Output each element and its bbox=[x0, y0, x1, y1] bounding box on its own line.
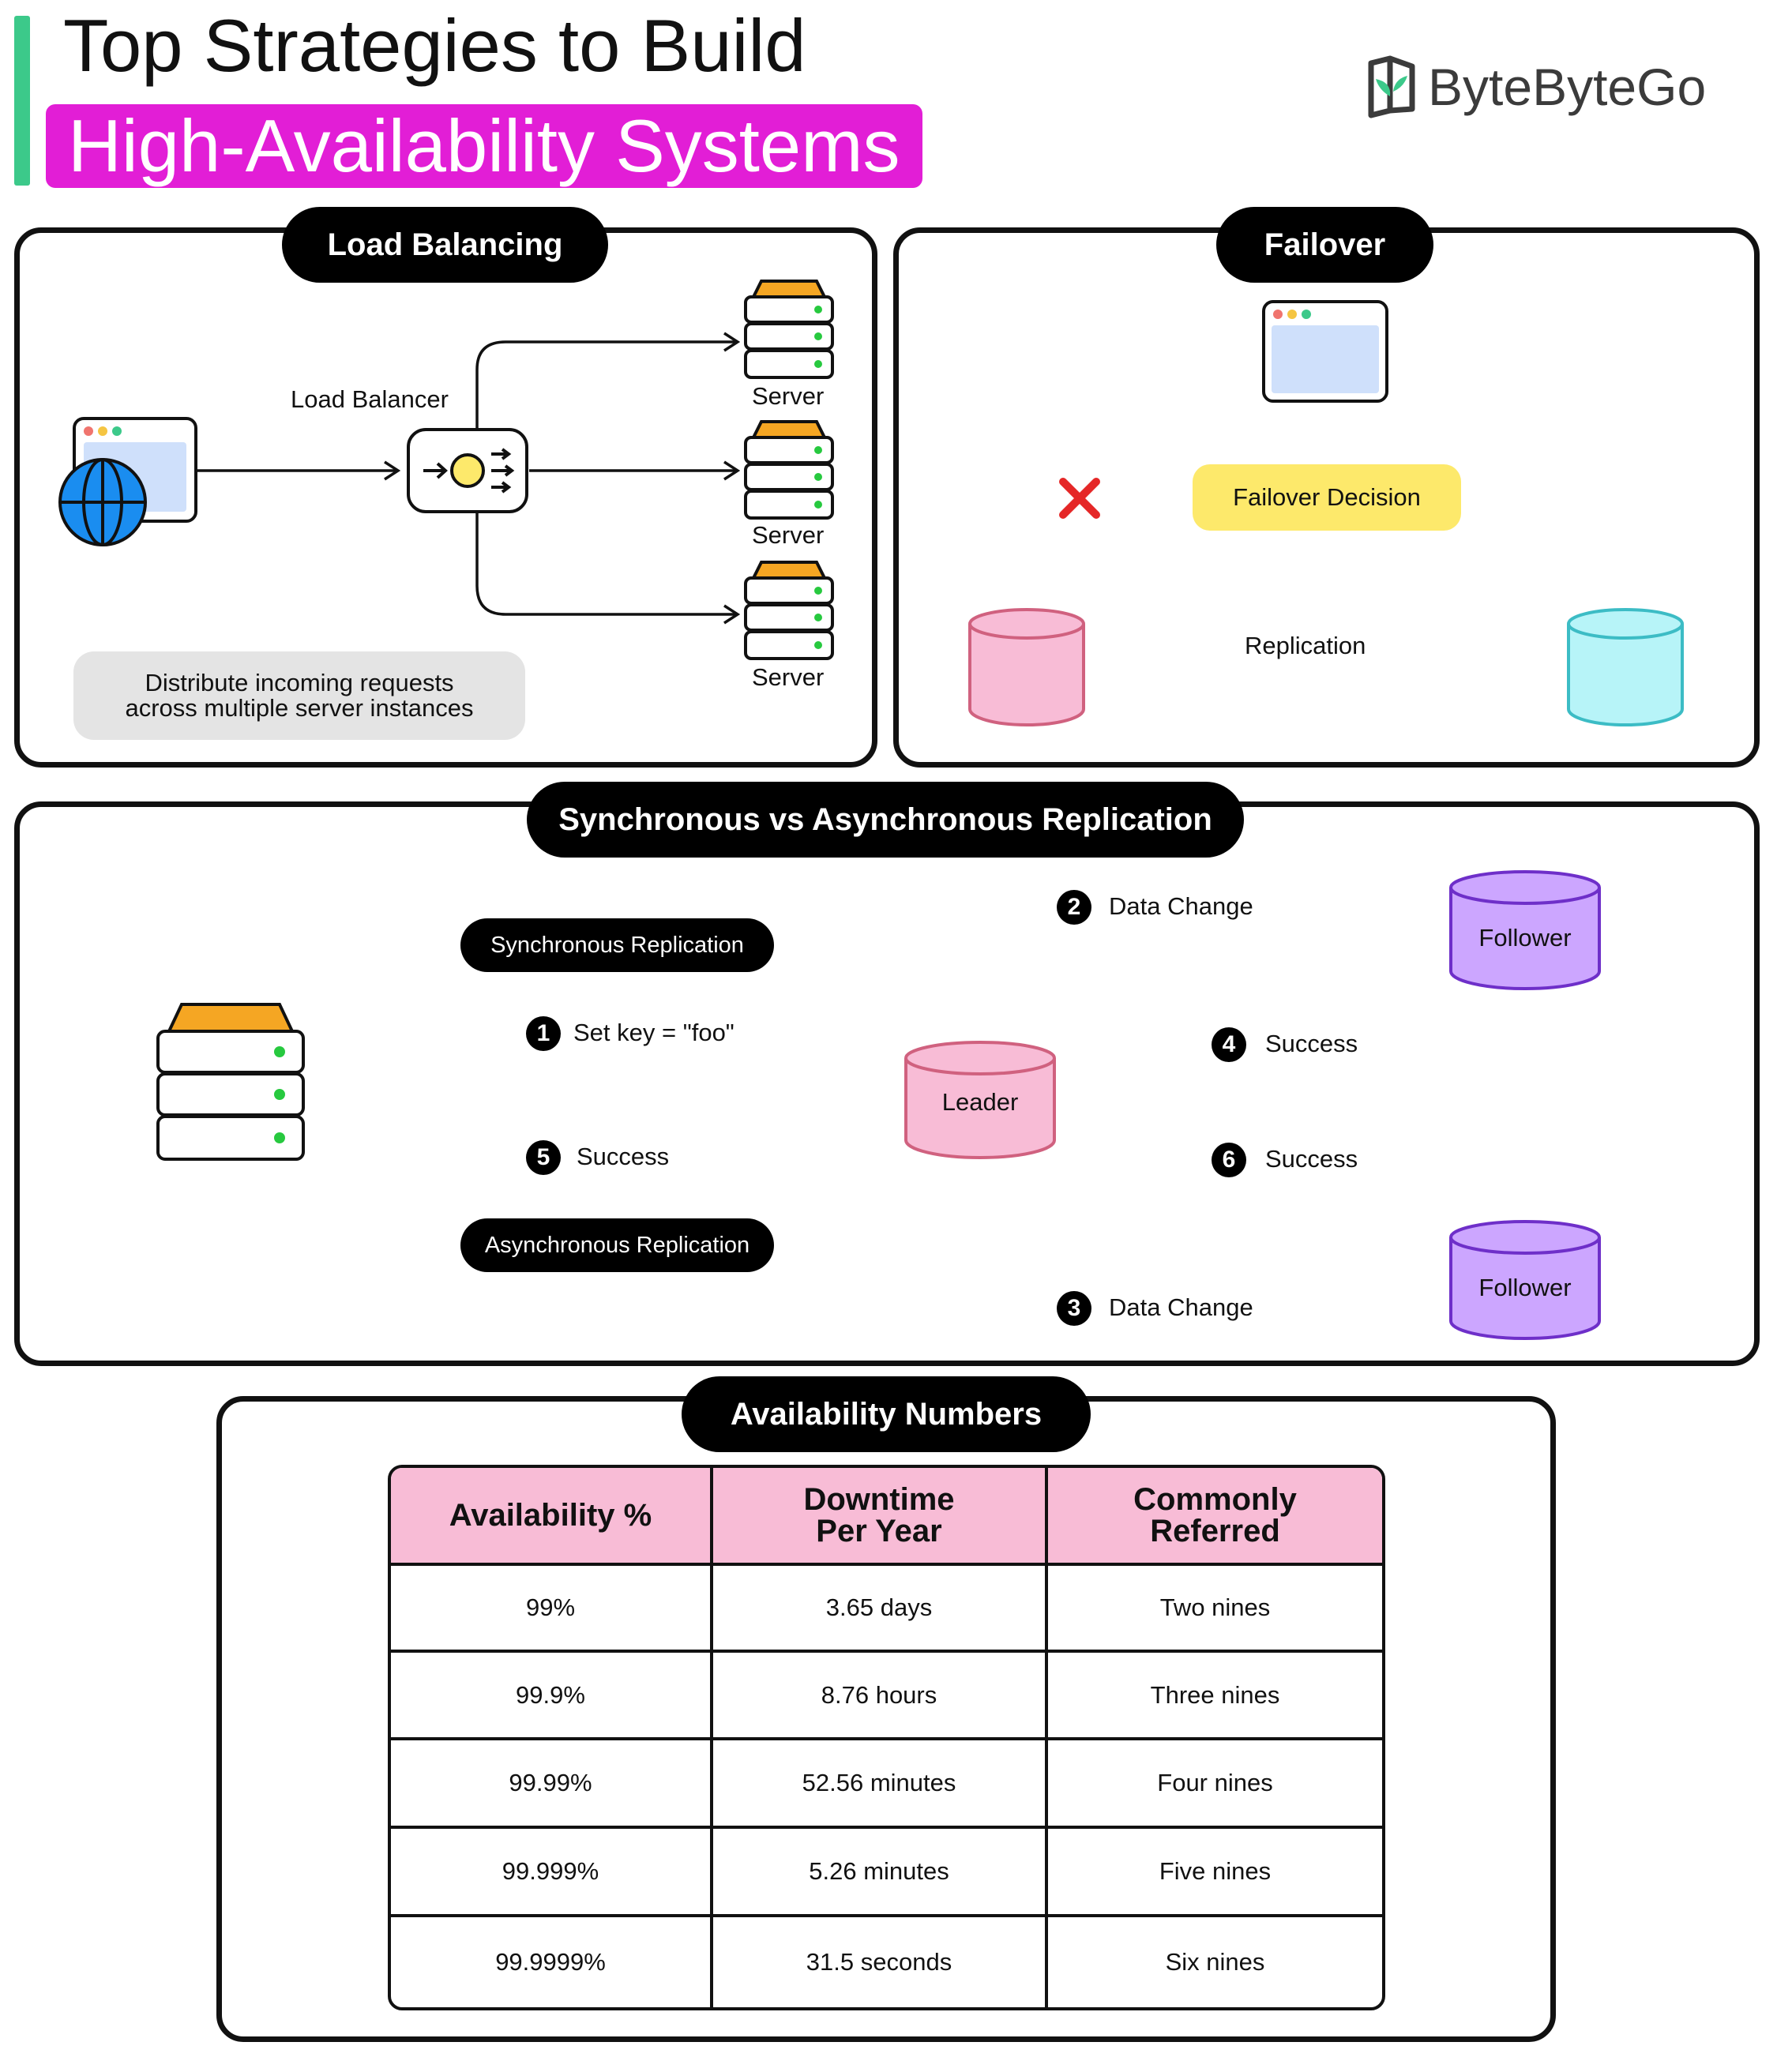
step-3-label: Data Change bbox=[1109, 1293, 1253, 1321]
follower-2-database-icon bbox=[1449, 1220, 1601, 1340]
replication-heading: Synchronous vs Asynchronous Replication bbox=[527, 782, 1244, 858]
table-row-3-referred: Four nines bbox=[1048, 1740, 1382, 1829]
table-row-5-referred: Six nines bbox=[1165, 1948, 1265, 1976]
server-2-icon bbox=[744, 420, 834, 520]
table-row-1-availability: 99% bbox=[391, 1566, 713, 1653]
leader-database-icon bbox=[904, 1041, 1056, 1159]
table-row-3-availability: 99.99% bbox=[391, 1740, 713, 1829]
step-1-badge: 1 bbox=[526, 1016, 561, 1051]
step-5-label: Success bbox=[577, 1143, 670, 1170]
caption-line-2: across multiple server instances bbox=[125, 694, 474, 722]
page-subtitle: High-Availability Systems bbox=[46, 104, 922, 188]
availability-table: Availability % Downtime Per Year Commonl… bbox=[388, 1465, 1385, 2010]
table-row-1-referred: Two nines bbox=[1048, 1566, 1382, 1653]
header-availability: Availability % bbox=[391, 1468, 713, 1566]
table-row-2-downtime: 8.76 hours bbox=[713, 1653, 1048, 1740]
header-commonly-line2: Referred bbox=[1150, 1514, 1280, 1548]
leader-label: Leader bbox=[941, 1088, 1019, 1116]
server-3-icon bbox=[744, 561, 834, 660]
brand-logo: ByteByteGo bbox=[1366, 47, 1706, 126]
page-title: Top Strategies to Build bbox=[63, 4, 806, 87]
follower-2-label: Follower bbox=[1478, 1274, 1572, 1301]
replication-label: Replication bbox=[1245, 632, 1366, 659]
header-downtime-line1: Downtime bbox=[803, 1482, 955, 1517]
synchronous-replication-pill: Synchronous Replication bbox=[460, 918, 774, 972]
application-window-icon bbox=[1262, 300, 1388, 403]
table-row-5-downtime: 31.5 seconds bbox=[713, 1917, 1048, 2007]
caption-line-1: Distribute incoming requests bbox=[145, 669, 454, 696]
client-server-icon bbox=[156, 1003, 305, 1161]
failover-decision-box: Failover Decision bbox=[1193, 464, 1461, 531]
lb-to-server-1-arrow bbox=[475, 342, 738, 430]
asynchronous-replication-pill: Asynchronous Replication bbox=[460, 1218, 774, 1272]
step-2-label: Data Change bbox=[1109, 892, 1253, 920]
failure-x-icon bbox=[1059, 478, 1100, 519]
step-6-label: Success bbox=[1265, 1145, 1358, 1173]
server-1-icon bbox=[744, 280, 834, 379]
table-row-4-availability: 99.999% bbox=[391, 1829, 713, 1917]
server-1-label: Server bbox=[752, 382, 825, 410]
step-3-badge: 3 bbox=[1057, 1291, 1091, 1326]
step-2-badge: 2 bbox=[1057, 890, 1091, 925]
header-downtime: Downtime Per Year bbox=[713, 1468, 1048, 1566]
header-downtime-line2: Per Year bbox=[816, 1514, 942, 1548]
table-row-4-referred: Five nines bbox=[1048, 1829, 1382, 1917]
primary-database-icon bbox=[968, 608, 1085, 726]
header-commonly-line1: Commonly bbox=[1133, 1482, 1297, 1517]
table-row-1-downtime: 3.65 days bbox=[713, 1566, 1048, 1653]
table-row-3-downtime: 52.56 minutes bbox=[713, 1740, 1048, 1829]
server-3-label: Server bbox=[752, 663, 825, 691]
brand-name: ByteByteGo bbox=[1428, 58, 1707, 116]
step-6-badge: 6 bbox=[1212, 1143, 1246, 1177]
table-row-2-referred: Three nines bbox=[1048, 1653, 1382, 1740]
step-5-badge: 5 bbox=[526, 1140, 561, 1175]
follower-1-label: Follower bbox=[1478, 924, 1572, 952]
follower-1-database-icon bbox=[1449, 870, 1601, 990]
failover-heading: Failover bbox=[1216, 207, 1433, 283]
title-accent-bar bbox=[14, 16, 30, 186]
step-4-label: Success bbox=[1265, 1030, 1358, 1057]
load-balancer-label: Load Balancer bbox=[291, 385, 449, 413]
step-4-badge: 4 bbox=[1212, 1027, 1246, 1062]
table-row-2-availability: 99.9% bbox=[391, 1653, 713, 1740]
availability-heading: Availability Numbers bbox=[682, 1376, 1091, 1452]
load-balancing-heading: Load Balancing bbox=[282, 207, 608, 283]
bytebytego-logo-icon bbox=[1368, 55, 1415, 118]
load-balancing-caption: Distribute incoming requests across mult… bbox=[73, 651, 525, 740]
table-row-5-availability: 99.9999% bbox=[391, 1917, 713, 2007]
lb-to-server-3-arrow bbox=[475, 511, 738, 614]
client-globe-icon bbox=[58, 417, 197, 546]
header-availability-text: Availability % bbox=[449, 1498, 652, 1533]
load-balancer-icon bbox=[407, 428, 528, 513]
table-row-4-downtime: 5.26 minutes bbox=[713, 1829, 1048, 1917]
replica-database-icon bbox=[1567, 608, 1684, 726]
step-1-label: Set key = "foo" bbox=[573, 1019, 734, 1046]
server-2-label: Server bbox=[752, 521, 825, 549]
header-commonly-referred: Commonly Referred bbox=[1048, 1468, 1382, 1566]
